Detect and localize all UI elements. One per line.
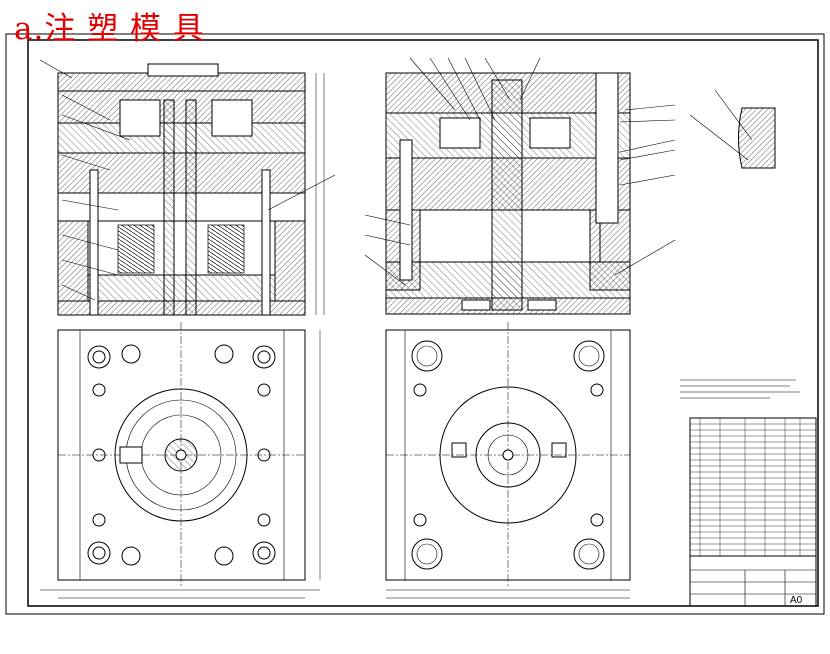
title-block bbox=[689, 555, 817, 607]
sheet-size-label: A0 bbox=[790, 595, 803, 606]
outer-frame bbox=[5, 33, 825, 615]
parts-list bbox=[689, 417, 817, 557]
left-section-view bbox=[39, 59, 336, 316]
drawing-title: a.注 塑 模 具 bbox=[14, 11, 205, 47]
fixed-half-plan bbox=[385, 322, 631, 599]
right-section-view bbox=[364, 57, 676, 315]
inner-frame bbox=[27, 39, 819, 607]
technical-notes bbox=[680, 379, 800, 399]
moving-half-plan bbox=[40, 322, 321, 599]
detail-view bbox=[689, 89, 776, 169]
